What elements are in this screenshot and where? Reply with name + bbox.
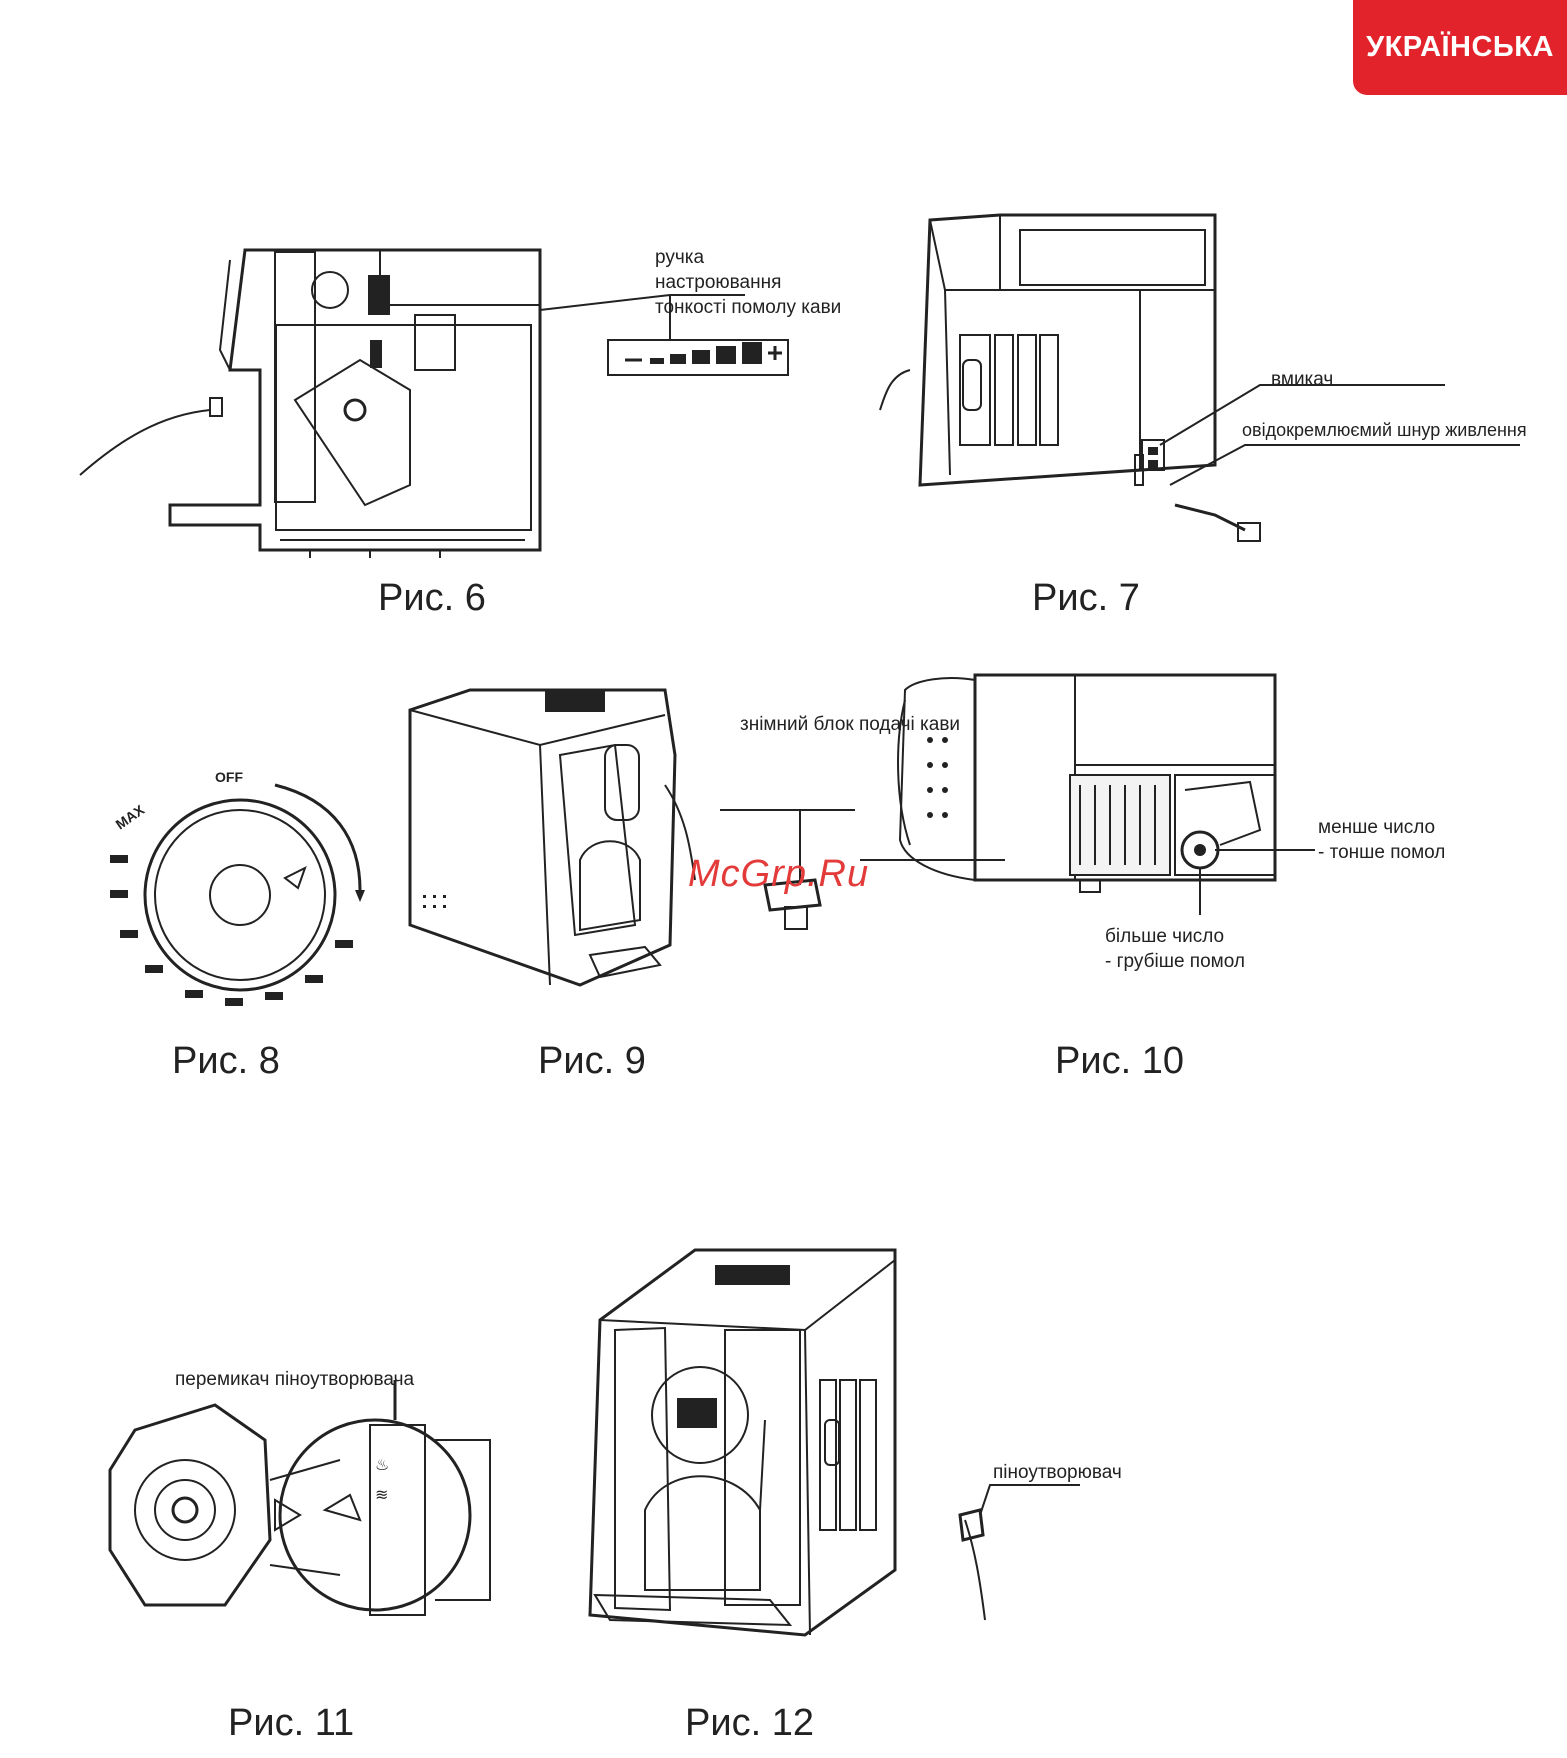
fig10-grinder-adjust-drawing (855, 670, 1305, 930)
fig6-label-line3: тонкості помолу кави (655, 295, 841, 320)
fig6-label-line2: настроювання (655, 270, 781, 295)
fig11-caption: Рис. 11 (228, 1702, 354, 1745)
fig10-larger-label-line1: більше число (1105, 924, 1224, 949)
fig6-label-line1: ручка (655, 245, 704, 270)
fig10-smaller-label-line1: менше число (1318, 815, 1435, 840)
fig7-caption: Рис. 7 (1032, 577, 1140, 620)
fig10-caption: Рис. 10 (1055, 1040, 1184, 1083)
fig8-caption: Рис. 8 (172, 1040, 280, 1083)
fig7-switch-label: вмикач (1271, 367, 1333, 392)
fig12-caption: Рис. 12 (685, 1702, 814, 1745)
fig8-selector-dial-drawing: OFF MAX (110, 760, 390, 1020)
watermark: McGrp.Ru (688, 853, 869, 896)
language-tab: УКРАЇНСЬКА (1353, 0, 1567, 95)
steam-icon: ♨ (375, 1455, 389, 1474)
fig12-label: піноутворювач (993, 1460, 1122, 1485)
fig9-caption: Рис. 9 (538, 1040, 646, 1083)
fig11-label: перемикач піноутворювача (175, 1367, 414, 1392)
fig12-machine-frother-drawing (585, 1250, 1055, 1660)
fig8-off-text: OFF (215, 769, 243, 785)
fig11-frother-switch-drawing: ♨ ≋ (105, 1400, 505, 1640)
fig10-larger-label-line2: - грубіше помол (1105, 949, 1245, 974)
fig7-cord-label: овідокремлюємий шнур живлення (1242, 418, 1527, 443)
fig8-max-text: MAX (113, 801, 148, 832)
fig7-machine-back-drawing (870, 205, 1567, 565)
steam-icon: ≋ (375, 1485, 388, 1504)
fig10-smaller-label-line2: - тонше помол (1318, 840, 1445, 865)
fig6-caption: Рис. 6 (378, 577, 486, 620)
